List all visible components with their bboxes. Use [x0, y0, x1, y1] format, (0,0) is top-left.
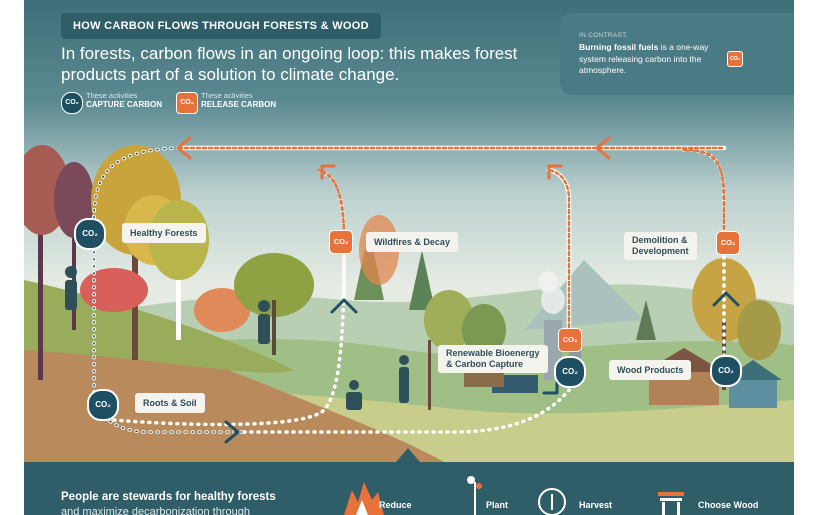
legend-capture-line2: CAPTURE CARBON	[86, 100, 162, 109]
contrast-co2-icon: CO₂	[727, 51, 743, 67]
legend-capture: CO₂ These activities CAPTURE CARBON	[61, 90, 171, 114]
contrast-rest: is a one-way system releasing carbon int…	[579, 42, 709, 75]
stewardship-headline: People are stewards for healthy forests	[61, 491, 276, 503]
wood-products-label: Wood Products	[609, 360, 692, 380]
bioenergy-line1: Renewable Bioenergy	[446, 348, 540, 358]
sapling-icon	[467, 476, 482, 515]
wood-products-co2-icon: CO₂	[710, 355, 742, 387]
chair-icon	[658, 492, 684, 515]
demolition-line1: Demolition &	[632, 235, 688, 245]
contrast-body: Burning fossil fuels is a one-way system…	[579, 42, 719, 77]
arrow-up-1	[330, 298, 358, 314]
action-reduce: Reduce	[379, 500, 412, 510]
demolition-co2-icon: CO₂	[716, 231, 740, 255]
arrow-diag	[542, 378, 559, 395]
wildfires-co2-icon: CO₂	[329, 230, 353, 254]
release-bioenergy-orange	[547, 168, 571, 347]
action-harvest: Harvest	[579, 500, 613, 510]
roots-to-wildfire	[112, 168, 346, 427]
legend-release: CO₂ These activities RELEASE CARBON	[176, 90, 286, 114]
arrow-bend-1	[320, 164, 336, 180]
capture-co2-icon: CO₂	[61, 92, 83, 114]
people	[65, 266, 409, 410]
section-kicker: HOW CARBON FLOWS THROUGH FORESTS & WOOD	[61, 13, 381, 39]
release-co2-icon: CO₂	[176, 92, 198, 114]
arrow-left-top-2	[595, 136, 611, 160]
capture-to-bioenergy	[242, 388, 571, 434]
demolition-line2: Development	[632, 246, 689, 256]
flame-icon	[344, 482, 384, 515]
healthy-forests-label: Healthy Forests	[122, 223, 206, 243]
arrow-right-bottom	[224, 420, 240, 444]
stewardship-sub: and maximize decarbonization through	[61, 506, 250, 515]
action-choose-wood: Choose Wood	[698, 500, 759, 510]
healthy-forests-co2-icon: CO₂	[74, 218, 106, 250]
legend-release-line1: These activities	[201, 91, 253, 100]
bioenergy-label: Renewable Bioenergy & Carbon Capture	[438, 345, 548, 373]
release-demolition	[682, 148, 726, 237]
bioenergy-line2: & Carbon Capture	[446, 359, 524, 369]
bioenergy-release-co2-icon: CO₂	[558, 328, 582, 352]
page-headline: In forests, carbon flows in an ongoing l…	[61, 44, 518, 84]
roots-soil-co2-icon: CO₂	[87, 389, 119, 421]
fossil-fuel-contrast-box: IN CONTRAST, Burning fossil fuels is a o…	[560, 13, 794, 95]
harvest-cycle-icon	[538, 488, 566, 515]
arrow-heads	[176, 136, 740, 444]
legend-capture-line1: These activities	[86, 91, 138, 100]
capture-loop	[92, 146, 246, 434]
band-notch	[396, 448, 420, 462]
legend-release-line2: RELEASE CARBON	[201, 100, 277, 109]
roots-soil-label: Roots & Soil	[135, 393, 205, 413]
demolition-label: Demolition & Development	[624, 232, 697, 260]
arrow-left-top-1	[176, 136, 192, 160]
wildfires-label: Wildfires & Decay	[366, 232, 458, 252]
infographic-frame: HOW CARBON FLOWS THROUGH FORESTS & WOOD …	[24, 0, 794, 515]
contrast-kicker: IN CONTRAST,	[579, 32, 628, 39]
stewardship-band: People are stewards for healthy forests …	[24, 462, 794, 515]
arrow-bend-2	[547, 164, 563, 180]
action-plant: Plant	[486, 500, 509, 510]
arrow-up-2	[712, 291, 740, 307]
bioenergy-capture-co2-icon: CO₂	[554, 356, 586, 388]
contrast-bold: Burning fossil fuels	[579, 42, 659, 52]
